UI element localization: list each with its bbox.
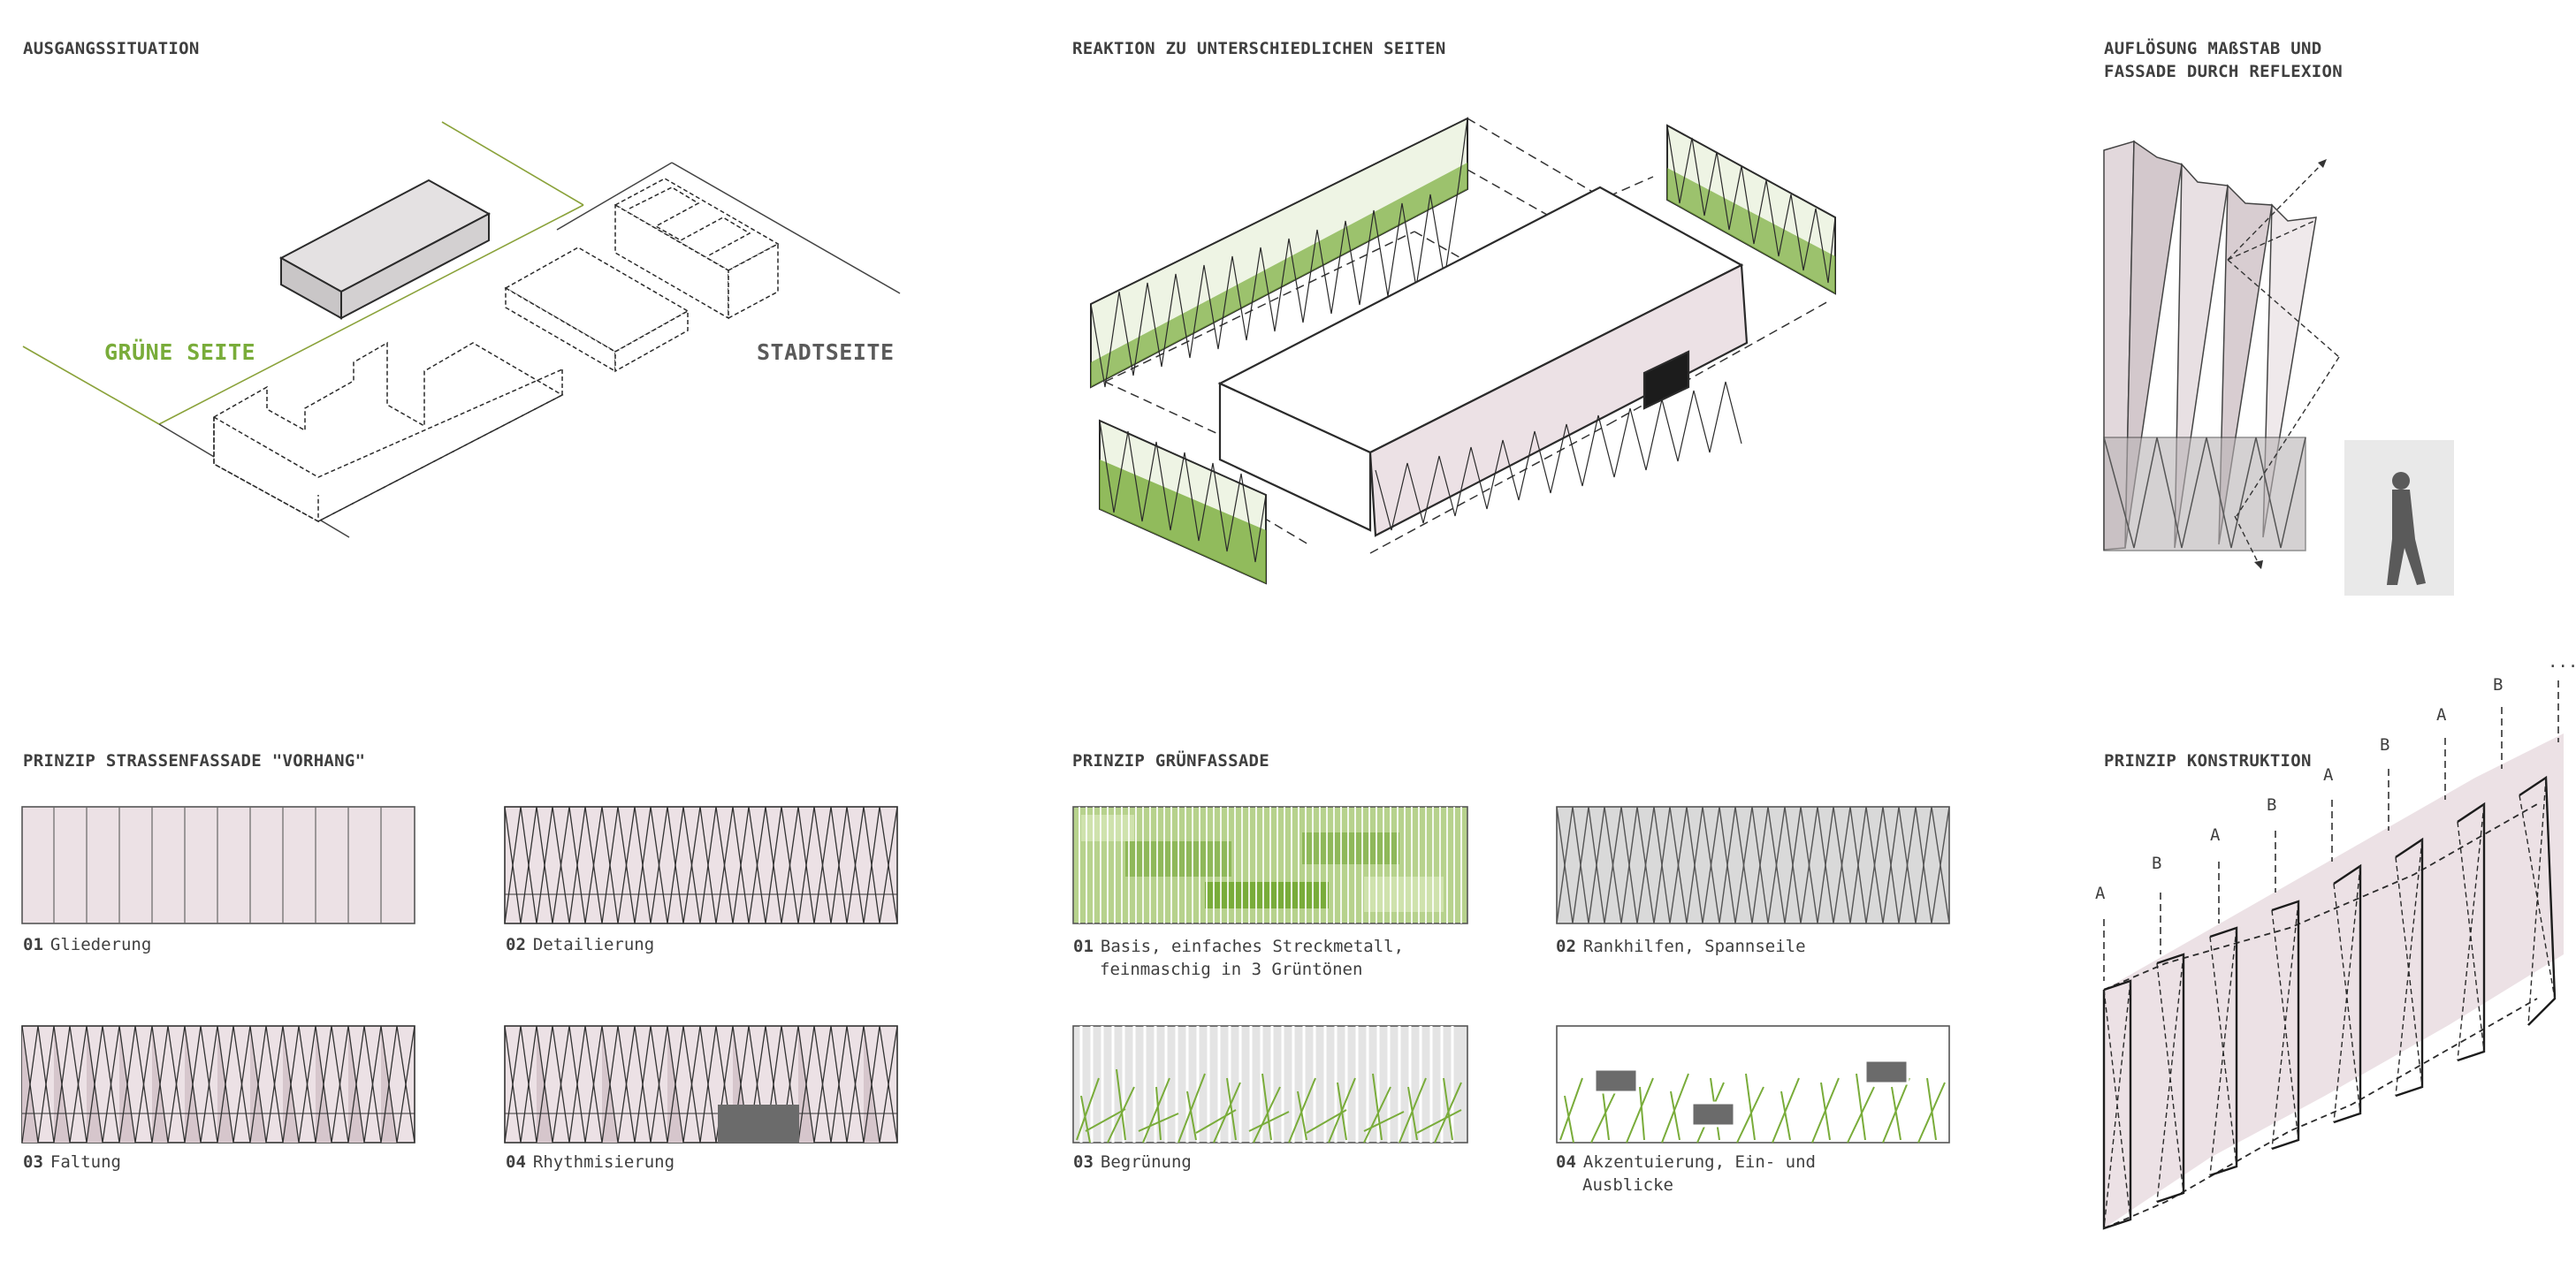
marker-guides	[2103, 680, 2559, 981]
gruen-02-rankhilfen-diagram	[1556, 806, 1950, 924]
construction-principle-diagram	[2102, 680, 2564, 1230]
title-strassenfassade: PRINZIP STRASSENFASSADE "VORHANG"	[23, 751, 366, 771]
walking-person-silhouette	[2387, 472, 2426, 585]
title-aufloesung: AUFLÖSUNG MAßSTAB UND FASSADE DURCH REFL…	[2104, 39, 2343, 81]
marker-b-3: B	[2380, 735, 2390, 755]
site-axonometric-diagram	[22, 121, 901, 538]
marker-a-3: A	[2323, 765, 2334, 785]
label-stadtseite: STADTSEITE	[757, 339, 895, 365]
marker-ellipsis: ...	[2548, 652, 2576, 672]
exploded-facade-diagram	[1090, 117, 1836, 585]
central-building	[1217, 186, 1749, 537]
gruen-03-begruenung-diagram	[1072, 1025, 1468, 1144]
title-reaktion: REAKTION ZU UNTERSCHIEDLICHEN SEITEN	[1072, 39, 1446, 58]
green-mesh-panel-bottom-left	[1099, 419, 1267, 585]
title-konstruktion: PRINZIP KONSTRUKTION	[2104, 751, 2312, 771]
grey-building	[278, 179, 492, 320]
existing-buildings	[213, 178, 780, 523]
marker-b-4: B	[2493, 675, 2504, 695]
marker-b-1: B	[2152, 854, 2162, 873]
folded-facade-panels	[2103, 140, 2317, 551]
arrow-head-bottom	[2254, 560, 2263, 569]
label-gruene-seite: GRÜNE SEITE	[104, 339, 256, 365]
plant-strokes	[1076, 1068, 1462, 1144]
marker-b-2: B	[2267, 795, 2277, 815]
marker-a-2: A	[2210, 825, 2221, 845]
arrow-head-top	[2318, 159, 2327, 168]
view-opening-2	[1690, 1101, 1736, 1128]
construction-columns	[2102, 775, 2557, 1230]
gruen-01-basis-diagram	[1072, 806, 1468, 924]
strassen-01-gliederung-diagram	[21, 806, 415, 924]
title-ausgangssituation: AUSGANGSSITUATION	[23, 39, 200, 58]
construction-diagonals	[2103, 777, 2556, 1229]
rhythm-accent-block	[718, 1105, 799, 1143]
title-gruenfassade: PRINZIP GRÜNFASSADE	[1072, 751, 1270, 771]
green-edge-lines	[22, 121, 584, 425]
strassen-04-rhythmisierung-diagram	[504, 1025, 898, 1144]
construction-facade-fill	[2104, 733, 2564, 1228]
reflection-arrows	[2227, 158, 2340, 570]
strassen-03-faltung-diagram	[21, 1025, 415, 1144]
view-opening-1	[1593, 1068, 1639, 1094]
marker-a-4: A	[2436, 705, 2447, 725]
gruen-04-akzentuierung-diagram	[1556, 1025, 1950, 1144]
marker-a-1: A	[2095, 884, 2106, 903]
view-opening-3	[1863, 1059, 1909, 1085]
reflection-facade-diagram	[2103, 140, 2454, 596]
green-mesh-panel-top-right	[1666, 124, 1836, 295]
strassen-02-detailierung-diagram	[504, 806, 898, 924]
green-mesh-panel-top-left	[1090, 117, 1468, 389]
